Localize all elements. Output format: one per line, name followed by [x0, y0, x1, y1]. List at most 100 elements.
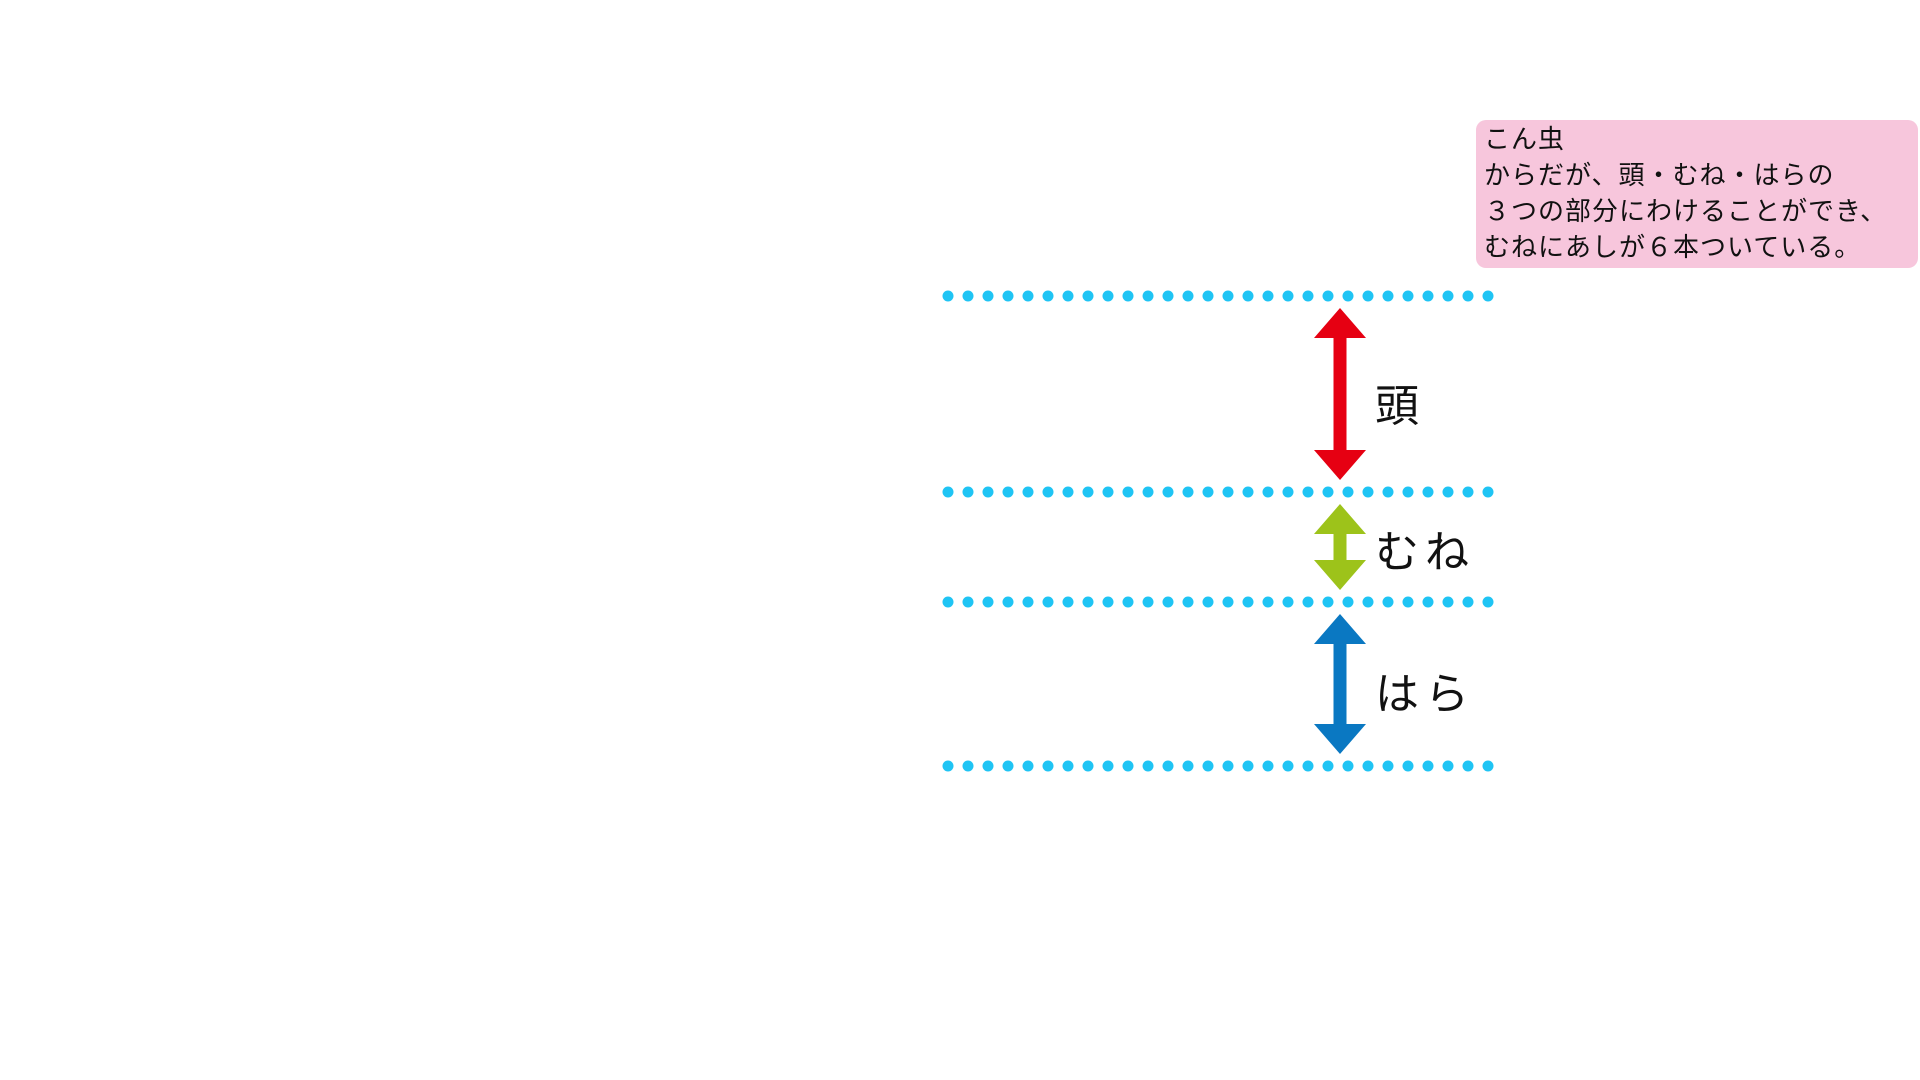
dotted-divider-line	[942, 290, 1494, 302]
divider-dot	[1442, 290, 1454, 302]
divider-dot	[1062, 290, 1074, 302]
divider-dot	[1222, 290, 1234, 302]
segment-label-head: 頭	[1375, 381, 1425, 432]
divider-dot	[1222, 596, 1234, 608]
divider-dot	[942, 760, 954, 772]
divider-dot	[1022, 596, 1034, 608]
divider-dot	[1302, 486, 1314, 498]
divider-dot	[1362, 486, 1374, 498]
divider-dot	[1162, 290, 1174, 302]
divider-dot	[1482, 760, 1494, 772]
divider-dot	[1442, 486, 1454, 498]
divider-dot	[1242, 760, 1254, 772]
divider-dot	[1262, 760, 1274, 772]
divider-dot	[1042, 596, 1054, 608]
divider-dot	[982, 760, 994, 772]
divider-dot	[982, 486, 994, 498]
divider-dot	[1142, 290, 1154, 302]
divider-dot	[1322, 760, 1334, 772]
divider-dot	[1022, 486, 1034, 498]
divider-dot	[1482, 290, 1494, 302]
divider-dot	[1322, 486, 1334, 498]
divider-dot	[1002, 596, 1014, 608]
divider-dot	[1062, 760, 1074, 772]
divider-dot	[1202, 486, 1214, 498]
note-title: こん虫	[1484, 125, 1566, 155]
divider-dot	[1042, 290, 1054, 302]
divider-dot	[1082, 760, 1094, 772]
divider-dot	[1042, 760, 1054, 772]
divider-dot	[1462, 290, 1474, 302]
divider-dot	[1382, 760, 1394, 772]
divider-dot	[1402, 596, 1414, 608]
divider-dot	[1322, 596, 1334, 608]
divider-dot	[1402, 760, 1414, 772]
divider-dot	[1482, 486, 1494, 498]
divider-dot	[1062, 596, 1074, 608]
divider-dot	[1462, 760, 1474, 772]
note-line: からだが、頭・むね・はらの	[1484, 161, 1835, 191]
divider-dot	[1202, 290, 1214, 302]
dotted-divider-line	[942, 596, 1494, 608]
divider-dot	[1302, 760, 1314, 772]
divider-dot	[1162, 760, 1174, 772]
divider-dot	[1142, 486, 1154, 498]
divider-dot	[962, 760, 974, 772]
divider-dot	[1222, 486, 1234, 498]
divider-dot	[1042, 486, 1054, 498]
divider-dot	[1282, 760, 1294, 772]
divider-dot	[1422, 486, 1434, 498]
note-line: ３つの部分にわけることができ、	[1484, 197, 1888, 227]
divider-dot	[1122, 596, 1134, 608]
divider-dot	[1462, 596, 1474, 608]
divider-dot	[1422, 596, 1434, 608]
divider-dot	[1082, 486, 1094, 498]
divider-dot	[1382, 486, 1394, 498]
chest-arrow	[1314, 504, 1366, 590]
note-line: むねにあしが６本ついている。	[1484, 233, 1862, 263]
divider-dot	[1022, 760, 1034, 772]
divider-dot	[1242, 486, 1254, 498]
divider-dot	[1342, 486, 1354, 498]
divider-lines	[942, 290, 1494, 772]
divider-dot	[1182, 760, 1194, 772]
divider-dot	[1022, 290, 1034, 302]
divider-dot	[1262, 486, 1274, 498]
divider-dot	[1162, 486, 1174, 498]
divider-dot	[1242, 596, 1254, 608]
divider-dot	[1442, 760, 1454, 772]
divider-dot	[1322, 290, 1334, 302]
divider-dot	[1122, 486, 1134, 498]
divider-dot	[1242, 290, 1254, 302]
divider-dot	[1182, 486, 1194, 498]
divider-dot	[1122, 290, 1134, 302]
divider-dot	[1262, 290, 1274, 302]
divider-dot	[1382, 596, 1394, 608]
divider-dot	[962, 290, 974, 302]
divider-dot	[1142, 760, 1154, 772]
divider-dot	[1082, 290, 1094, 302]
divider-dot	[1282, 486, 1294, 498]
divider-dot	[982, 596, 994, 608]
divider-dot	[1282, 596, 1294, 608]
divider-dot	[1202, 760, 1214, 772]
divider-dot	[1442, 596, 1454, 608]
divider-dot	[942, 486, 954, 498]
divider-dot	[982, 290, 994, 302]
dotted-divider-line	[942, 760, 1494, 772]
segment-label-chest: むね	[1375, 527, 1475, 578]
divider-dot	[1182, 596, 1194, 608]
abdomen-arrow	[1314, 614, 1366, 754]
divider-dot	[1062, 486, 1074, 498]
divider-dot	[962, 596, 974, 608]
divider-dot	[1002, 290, 1014, 302]
divider-dot	[942, 290, 954, 302]
divider-dot	[1302, 290, 1314, 302]
divider-dot	[1362, 290, 1374, 302]
segment-arrows	[1314, 308, 1366, 754]
divider-dot	[1282, 290, 1294, 302]
divider-dot	[1422, 760, 1434, 772]
divider-dot	[1402, 290, 1414, 302]
